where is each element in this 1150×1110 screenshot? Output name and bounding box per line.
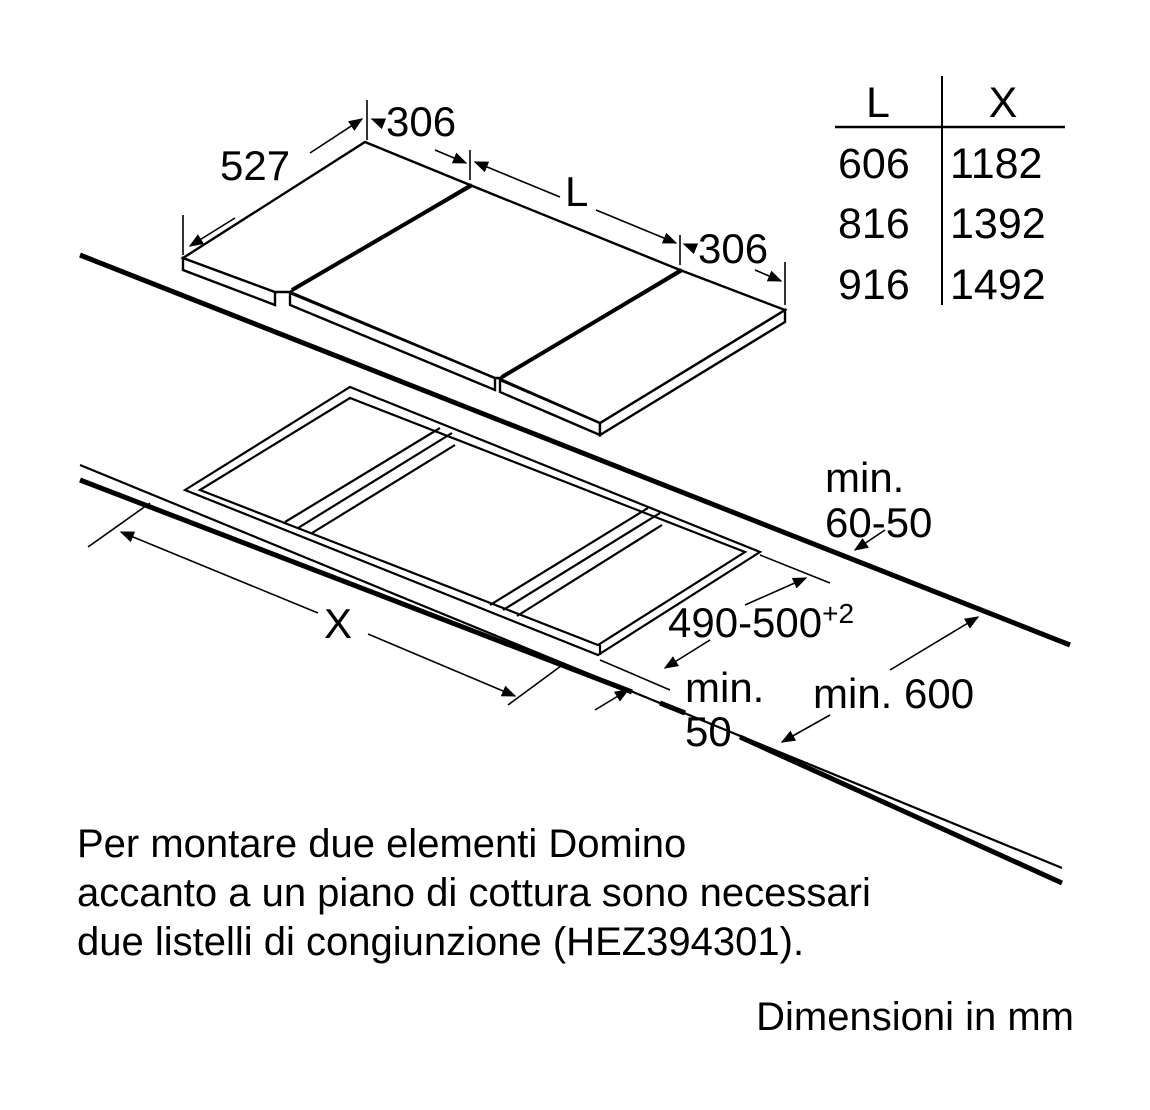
dimension-total-width-X: X xyxy=(324,600,352,647)
note-line-2: accanto a un piano di cottura sono neces… xyxy=(77,871,871,915)
hob-assembly xyxy=(180,140,788,438)
table-cell: 1182 xyxy=(950,140,1042,188)
dimension-table: L X 606 1182 816 1392 916 1492 xyxy=(835,76,1065,309)
cutout-outer xyxy=(182,385,763,657)
joining-strip-left xyxy=(284,427,456,534)
table-cell: 1392 xyxy=(950,200,1046,248)
table-cell: 916 xyxy=(838,261,910,309)
dimension-left-width-306: 306 xyxy=(386,98,456,145)
top-dimension-lines xyxy=(182,100,786,305)
units-label: Dimensioni in mm xyxy=(756,995,1074,1039)
countertop-front-edge xyxy=(79,463,1064,886)
cutout-depth-value: 490-500 xyxy=(668,599,822,646)
table-cell: 816 xyxy=(838,200,910,248)
dimension-cutout-depth: 490-500+2 xyxy=(668,598,854,646)
cutout-dimension-lines xyxy=(87,502,980,743)
dimension-back-distance-value: 60-50 xyxy=(825,499,932,546)
note-line-3: due listelli di congiunzione (HEZ394301)… xyxy=(77,920,804,964)
table-header-X: X xyxy=(989,79,1018,127)
countertop-edge-upper xyxy=(79,252,1071,648)
cutout-inner xyxy=(197,396,748,647)
dimension-front-distance-value: 50 xyxy=(685,708,732,755)
dimension-middle-width-L: L xyxy=(565,168,588,215)
cutout-depth-tolerance: +2 xyxy=(822,598,854,629)
dimension-right-width-306: 306 xyxy=(698,225,768,272)
dimension-depth-527: 527 xyxy=(220,142,290,189)
table-cell: 606 xyxy=(838,140,910,188)
table-cell: 1492 xyxy=(950,261,1046,309)
table-header-L: L xyxy=(866,79,890,127)
dimension-back-distance-label: min. xyxy=(825,454,904,501)
joining-strip-right xyxy=(489,507,663,617)
note-line-1: Per montare due elementi Domino xyxy=(77,822,686,866)
dimension-front-distance-label: min. xyxy=(685,664,764,711)
dimension-side-distance: min. 600 xyxy=(813,670,974,717)
cutout xyxy=(182,385,763,657)
